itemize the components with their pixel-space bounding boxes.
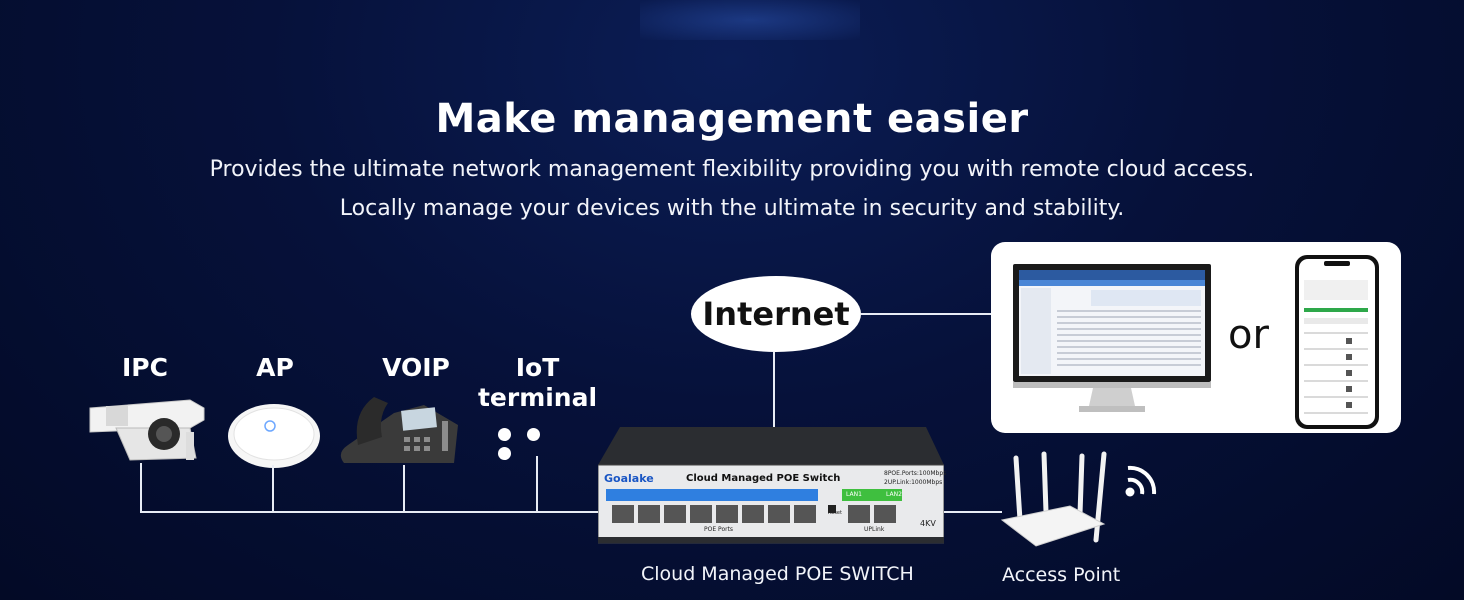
page-subtitle-line1: Provides the ultimate network management…	[209, 157, 1255, 182]
connection-line-main	[140, 511, 1002, 513]
monitor-icon	[1013, 264, 1211, 412]
top-glow	[640, 0, 860, 40]
voip-phone-icon	[340, 397, 458, 463]
ipc-label: IPC	[122, 353, 168, 382]
switch-model: Cloud Managed POE Switch	[686, 473, 841, 484]
switch-poe-ports-label: POE Ports	[704, 526, 734, 533]
access-point-disc-icon	[228, 404, 320, 468]
voip-label: VOIP	[382, 353, 450, 382]
access-point-router-icon	[1000, 451, 1107, 547]
connection-line-iot	[536, 456, 538, 512]
connection-line-ipc	[140, 463, 142, 512]
internet-bubble: Internet	[691, 276, 861, 352]
page-subtitle-line2: Locally manage your devices with the ult…	[339, 196, 1125, 221]
switch-reset-label: Reset	[828, 510, 842, 516]
switch-caption: Cloud Managed POE SWITCH	[641, 563, 914, 585]
iot-terminal-label: IoT terminal	[470, 353, 605, 413]
iot-label-line1: IoT	[515, 353, 560, 382]
ipc-camera-icon	[89, 399, 205, 461]
switch-spec2: 2UP.Link:1000Mbps	[884, 479, 943, 486]
switch-brand: Goalake	[604, 472, 654, 485]
switch-spec1: 8POE.Ports:100Mbps	[884, 470, 947, 477]
switch-uplink-label: UPLink	[864, 526, 885, 533]
switch-lan2: LAN2	[886, 491, 902, 498]
switch-lan1: LAN1	[846, 491, 862, 498]
access-point-caption: Access Point	[1002, 564, 1121, 586]
connection-line-ap	[272, 465, 274, 512]
wifi-signal-icon	[1125, 465, 1157, 497]
switch-kv-label: 4KV	[920, 519, 936, 528]
iot-label-line2: terminal	[477, 383, 598, 412]
connection-line-internet	[773, 352, 775, 464]
smartphone-icon	[1295, 255, 1379, 429]
or-text: or	[1228, 312, 1269, 358]
poe-switch-icon	[598, 427, 944, 544]
ap-label: AP	[256, 353, 294, 382]
connection-line-cloud	[861, 313, 993, 315]
connection-line-voip	[403, 465, 405, 512]
page-title: Make management easier	[435, 96, 1029, 142]
iot-dots-icon	[498, 426, 578, 460]
